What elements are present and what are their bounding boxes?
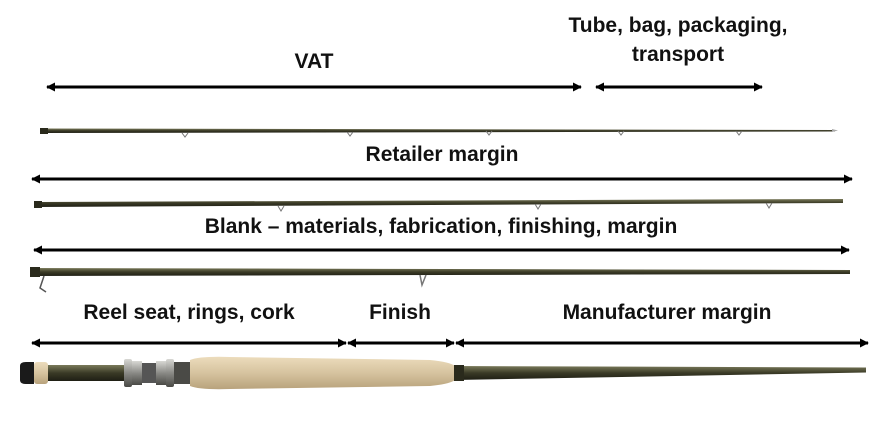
- retailer-label: Retailer margin: [365, 143, 519, 166]
- tube-label-line2: transport: [631, 43, 725, 66]
- rod-section-tip: [40, 128, 838, 138]
- tube-label-line1: Tube, bag, packaging,: [568, 14, 788, 37]
- rod-section-third: [30, 267, 850, 293]
- blank-label: Blank – materials, fabrication, finishin…: [204, 215, 678, 238]
- rod-section-second: [34, 199, 843, 212]
- manufacturer-label: Manufacturer margin: [562, 301, 772, 324]
- reel-label: Reel seat, rings, cork: [83, 301, 295, 324]
- vat-label: VAT: [294, 50, 334, 73]
- rod-section-handle: [20, 356, 866, 390]
- finish-label: Finish: [369, 301, 431, 324]
